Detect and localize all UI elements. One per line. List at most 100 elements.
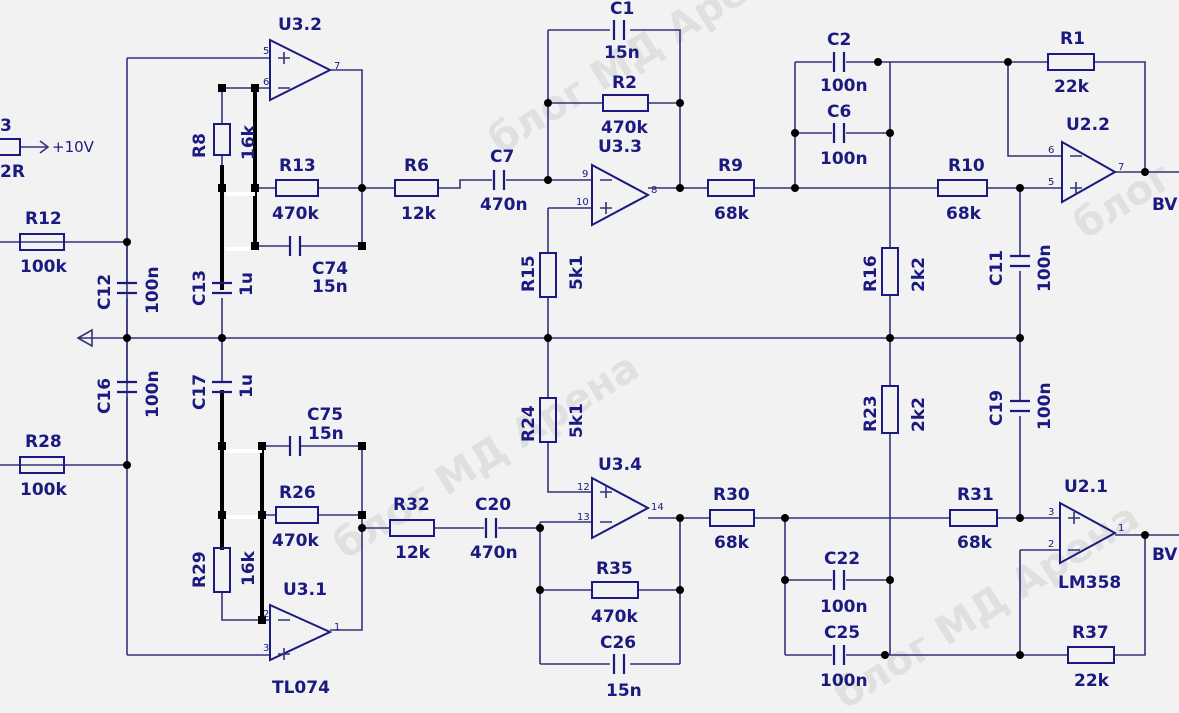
pin-number: 3	[1048, 507, 1054, 518]
resistor-r32	[389, 519, 435, 537]
pin-number: 3	[263, 643, 269, 654]
c13-name: C13	[190, 270, 210, 306]
resistor-r6	[394, 179, 439, 197]
r23-value: 2k2	[909, 397, 929, 432]
capacitor-c20	[484, 518, 498, 538]
resistor-r29	[213, 547, 231, 593]
resistor-r23	[881, 385, 899, 434]
c74-value: 15n	[312, 277, 348, 297]
c25-value: 100n	[820, 671, 868, 691]
opamp-u31	[269, 603, 333, 662]
power-part-label: 2R	[0, 162, 25, 182]
opamp-u32-name: U3.2	[278, 15, 322, 35]
r29-name: R29	[190, 551, 210, 588]
resistor-r15	[539, 252, 557, 298]
r6-value: 12k	[401, 204, 437, 224]
resistor-r26	[275, 506, 319, 524]
r6-name: R6	[404, 156, 429, 176]
capacitor-c2	[832, 52, 846, 72]
r24-value: 5k1	[567, 403, 587, 438]
pin-number: 5	[263, 46, 269, 57]
pin-number: 10	[576, 197, 589, 208]
r31-name: R31	[957, 485, 994, 505]
c26-value: 15n	[606, 681, 642, 701]
pin-number: 2	[263, 609, 269, 620]
capacitor-c22	[832, 570, 846, 590]
c11-name: C11	[987, 250, 1007, 286]
capacitor-c19	[1010, 399, 1030, 413]
resistor-r3	[0, 138, 21, 156]
r13-value: 470k	[272, 204, 319, 224]
r2-name: R2	[612, 73, 637, 93]
power-voltage-label: +10V	[52, 138, 95, 156]
capacitor-c1	[612, 20, 626, 40]
c2-name: C2	[827, 30, 851, 50]
r8-value: 16k	[239, 124, 259, 160]
r13-name: R13	[279, 156, 316, 176]
r35-value: 470k	[591, 607, 638, 627]
opamp-u32	[269, 38, 333, 102]
opamp-u21-part: LM358	[1058, 573, 1121, 593]
r1-name: R1	[1060, 29, 1085, 49]
c13-value: 1u	[237, 272, 257, 296]
wires	[0, 29, 1179, 665]
r32-value: 12k	[395, 543, 431, 563]
opamp-u33	[591, 163, 651, 227]
c16-name: C16	[95, 378, 115, 414]
pin-number: 12	[577, 482, 590, 493]
output-bottom-label: BV	[1152, 545, 1178, 565]
pin-number: 6	[1048, 145, 1054, 156]
capacitors	[117, 20, 1030, 674]
resistors	[0, 53, 1115, 664]
r12-value: 100k	[20, 257, 67, 277]
c6-name: C6	[827, 102, 851, 122]
c16-value: 100n	[143, 370, 163, 418]
c11-value: 100n	[1035, 244, 1055, 292]
r26-value: 470k	[272, 531, 319, 551]
opamp-u22	[1061, 140, 1118, 204]
r32-name: R32	[393, 495, 430, 515]
opamp-u31-part: TL074	[272, 678, 330, 698]
c20-name: C20	[475, 495, 511, 515]
r26-name: R26	[279, 483, 316, 503]
capacitor-c7	[492, 170, 506, 190]
opamp-u21	[1059, 501, 1118, 565]
resistor-r28	[19, 456, 65, 474]
junctions	[123, 58, 1149, 659]
c2-value: 100n	[820, 76, 868, 96]
c6-value: 100n	[820, 149, 868, 169]
c12-name: C12	[95, 274, 115, 310]
c1-value: 15n	[604, 43, 640, 63]
r29-value: 16k	[239, 550, 259, 586]
opamp-u34-name: U3.4	[598, 455, 642, 475]
r10-value: 68k	[946, 204, 982, 224]
capacitor-c16	[117, 380, 137, 394]
resistor-r16	[881, 247, 899, 296]
r28-name: R28	[25, 432, 62, 452]
r9-value: 68k	[714, 204, 750, 224]
r37-value: 22k	[1074, 671, 1110, 691]
resistor-r10	[937, 179, 988, 197]
resistor-r8	[213, 123, 231, 156]
resistor-r12	[19, 233, 65, 251]
capacitor-c11	[1010, 254, 1030, 268]
r1-value: 22k	[1054, 77, 1090, 97]
pin-number: 7	[1118, 162, 1124, 173]
r23-name: R23	[861, 395, 881, 432]
c75-name: C75	[307, 405, 343, 425]
r8-name: R8	[190, 133, 210, 158]
opamp-u31-name: U3.1	[283, 580, 327, 600]
r9-name: R9	[718, 156, 743, 176]
r16-name: R16	[861, 255, 881, 292]
capacitor-c75	[288, 436, 302, 456]
pin-number: 1	[1118, 523, 1124, 534]
pin-number: 8	[651, 185, 657, 196]
pin-number: 14	[651, 502, 664, 513]
c7-name: C7	[490, 147, 514, 167]
r31-value: 68k	[957, 533, 993, 553]
c12-value: 100n	[143, 266, 163, 314]
capacitor-c17	[212, 380, 232, 394]
opamp-u33-name: U3.3	[598, 137, 642, 157]
